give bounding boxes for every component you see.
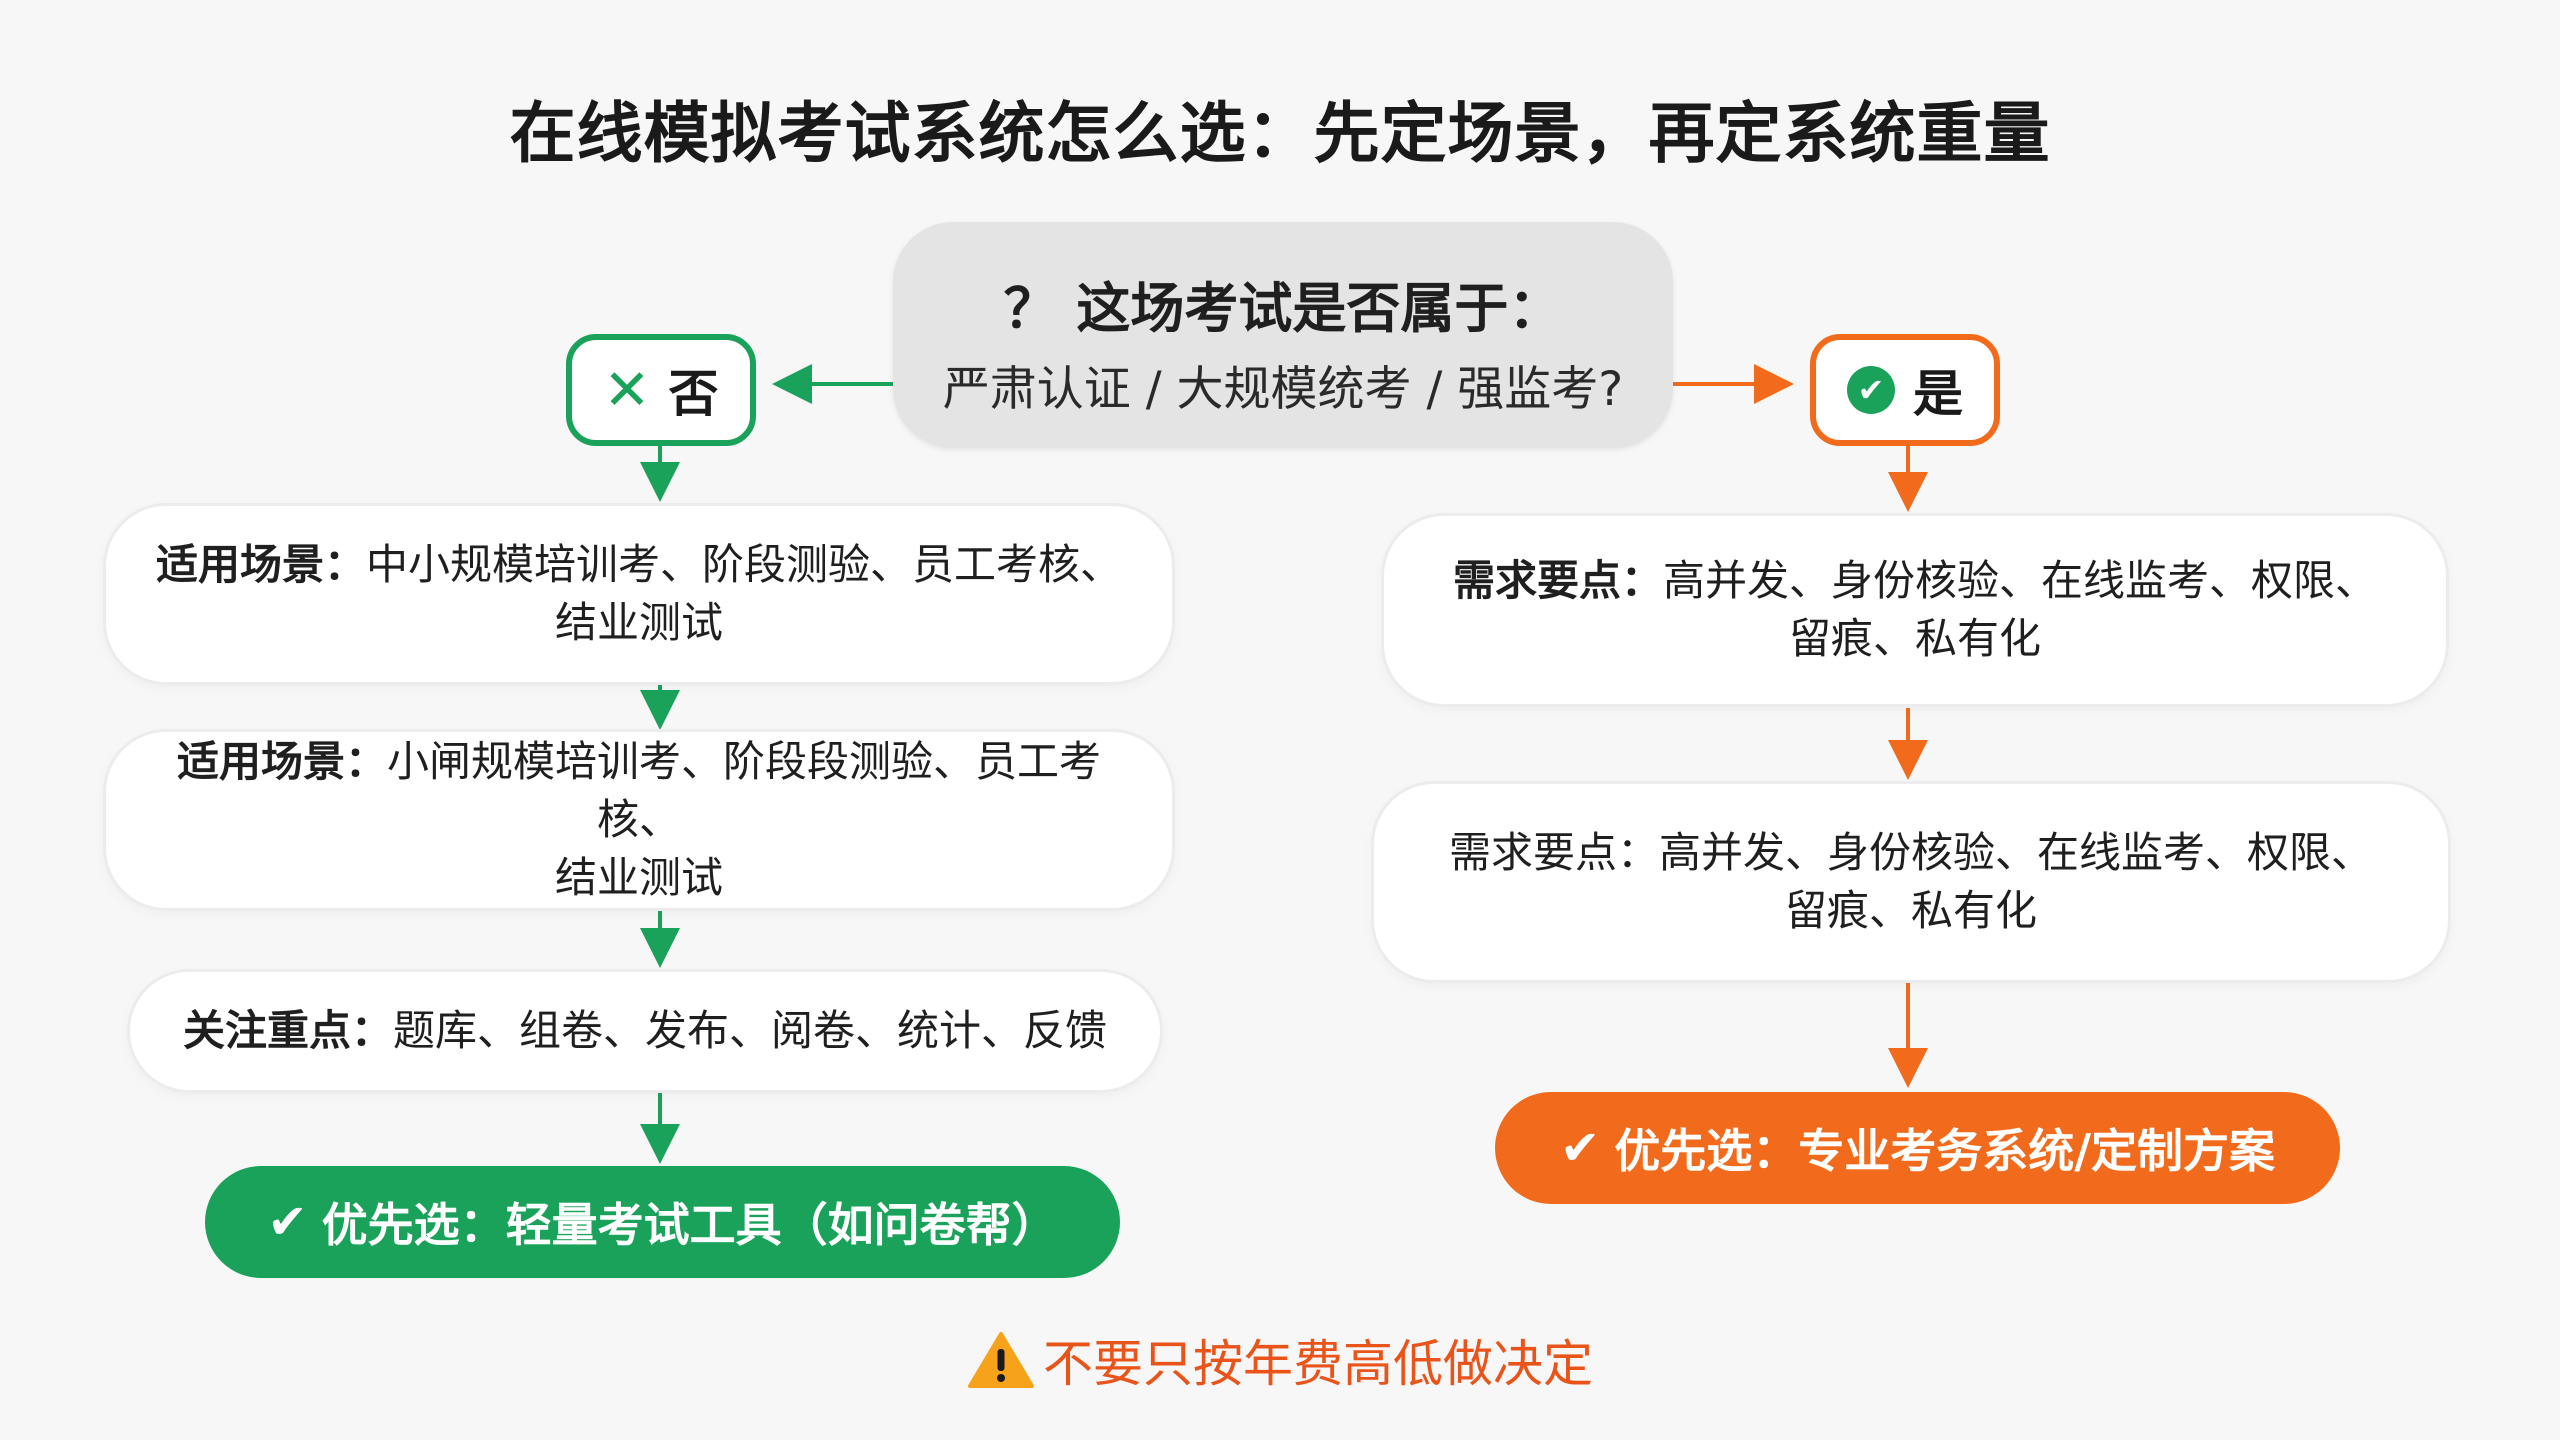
left-focus-card: 关注重点：题库、组卷、发布、阅卷、统计、反馈 <box>130 972 1160 1090</box>
card-label: 关注重点： <box>182 1006 393 1055</box>
warning-text: 不要只按年费高低做决定 <box>1043 1335 1593 1393</box>
left-result-badge: ✔ 优先选：轻量考试工具（如问卷帮） <box>205 1166 1120 1278</box>
question-heading: ？ 这场考试是否属于： <box>1003 277 1563 340</box>
card-text: 需求要点：高并发、身份核验、在线监考、权限、 <box>1448 828 2373 877</box>
card-text: 小闸规模培训考、阶段段测验、员工考核、 <box>387 737 1102 844</box>
x-icon: ✕ <box>603 357 651 423</box>
card-text-cont: 留痕、私有化 <box>1784 886 2037 935</box>
card-label: 需求要点： <box>1452 556 1663 605</box>
right-requirement-card-2: 需求要点：高并发、身份核验、在线监考、权限、 留痕、私有化 <box>1374 784 2448 980</box>
branch-no-pill: ✕ 否 <box>566 334 756 446</box>
card-label: 适用场景： <box>176 737 387 786</box>
card-text: 题库、组卷、发布、阅卷、统计、反馈 <box>393 1006 1108 1055</box>
card-text-cont: 结业测试 <box>554 853 723 902</box>
card-text: 中小规模培训考、阶段测验、员工考核、 <box>366 540 1123 589</box>
card-label: 适用场景： <box>155 540 366 589</box>
checkmark-icon: ✔ <box>1559 1120 1601 1176</box>
check-circle-icon: ✔ <box>1847 366 1895 414</box>
page-title: 在线模拟考试系统怎么选：先定场景，再定系统重量 <box>509 95 2051 172</box>
right-result-text: 优先选：专业考务系统/定制方案 <box>1614 1124 2276 1178</box>
branch-no-label: 否 <box>668 365 719 423</box>
left-scenario-card-1: 适用场景：中小规模培训考、阶段测验、员工考核、 结业测试 <box>106 506 1172 682</box>
warning-icon <box>968 1332 1034 1388</box>
card-text: 高并发、身份核验、在线监考、权限、 <box>1663 556 2378 605</box>
left-scenario-card-2: 适用场景：小闸规模培训考、阶段段测验、员工考核、 结业测试 <box>106 732 1172 908</box>
right-requirement-card-1: 需求要点：高并发、身份核验、在线监考、权限、 留痕、私有化 <box>1384 516 2446 704</box>
branch-yes-pill: ✔ 是 <box>1810 334 2000 446</box>
warning-note: 不要只按年费高低做决定 <box>0 1324 2560 1396</box>
card-text-cont: 留痕、私有化 <box>1788 614 2041 663</box>
decision-question: ？ 这场考试是否属于： 严肃认证 / 大规模统考 / 强监考? <box>893 222 1673 448</box>
branch-yes-label: 是 <box>1913 365 1963 423</box>
right-result-badge: ✔ 优先选：专业考务系统/定制方案 <box>1495 1092 2340 1204</box>
left-result-text: 优先选：轻量考试工具（如问卷帮） <box>321 1198 1058 1252</box>
checkmark-icon: ✔ <box>267 1194 308 1250</box>
card-text-cont: 结业测试 <box>554 598 723 647</box>
question-options: 严肃认证 / 大规模统考 / 强监考? <box>942 362 1624 417</box>
